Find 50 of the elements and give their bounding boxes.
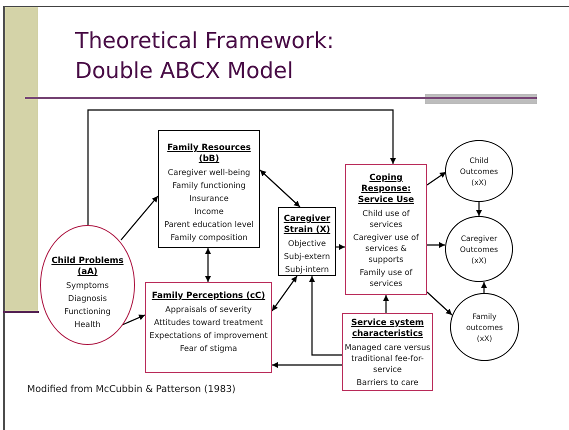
node-text: Barriers to care [356,377,420,388]
heading-text: Caregiver Strain (X) [282,214,332,236]
arrow [272,276,298,312]
node-text: Parent education level [163,219,255,230]
slide-title: Theoretical Framework: Double ABCX Model [75,28,336,86]
arrow [426,172,446,186]
process-box [145,282,272,373]
node-text: Subj-intern [284,264,330,275]
heading-text: Family Resources (bB) [166,143,252,165]
arrow [272,362,342,368]
arrow [427,242,445,248]
process-box [342,313,433,391]
arrow [309,276,342,356]
node-text: Functioning [63,306,112,317]
node-text: Attitudes toward treatment [152,317,264,328]
heading-text: Family Perceptions (cC) [150,291,266,302]
arrow [476,202,482,216]
heading-text: Child Problems (aA) [50,256,125,278]
arrow [205,248,211,282]
node-text: Subj-extern [282,251,332,262]
node-text: Caregiver use of services & supports [352,232,420,265]
arrow [336,244,345,250]
node-text: Family functioning [171,180,247,191]
node-text: Insurance [188,193,230,204]
node-text: Fear of stigma [178,343,238,354]
heading-text: Coping Response: Service Use [356,173,416,206]
node-text: Caregiver well-being [166,167,252,178]
source-note: Modified from McCubbin & Patterson (1983) [27,383,236,397]
process-box [278,207,336,276]
arrow [481,282,487,293]
node-text: Diagnosis [67,293,108,304]
node-text: Managed care versus traditional fee-for-service [344,342,432,375]
process-box [158,130,260,248]
arrow [426,292,452,316]
node-text: Health [73,319,102,330]
process-box [345,164,427,295]
node-text: Objective [287,238,327,249]
node-text: Family use of services [358,267,414,289]
node-text: Child use of services [361,208,411,230]
arrow [122,314,146,326]
heading-text: Service system characteristics [350,318,425,340]
node-text: Symptoms [65,280,110,291]
arrow [87,109,396,225]
node-text: Appraisals of severity [164,304,253,315]
node-text: Expectations of improvement [148,330,269,341]
arrow [120,196,158,240]
node-text: Family composition [169,232,249,243]
node-text: Income [193,206,225,217]
arrow [383,295,389,313]
arrow [260,170,300,208]
